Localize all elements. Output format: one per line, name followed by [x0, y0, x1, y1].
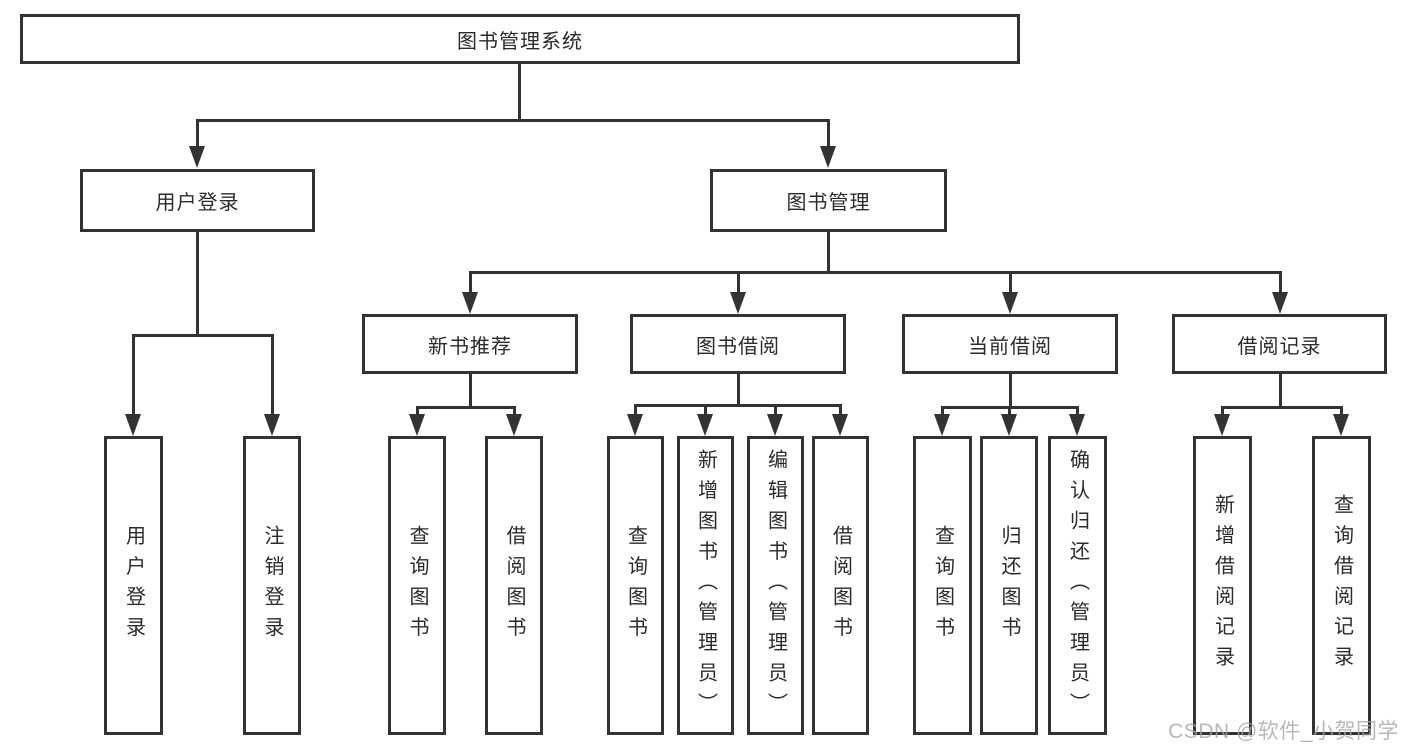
connector-line	[469, 271, 1282, 274]
connector-line	[1009, 271, 1012, 296]
connector-line	[827, 119, 830, 150]
connector-line	[1008, 406, 1011, 418]
leaf-user-login: 用户登录	[104, 436, 163, 735]
connector-line	[196, 232, 199, 336]
leaf-add-books-admin: 新增图书（管理员）	[677, 436, 734, 735]
connector-line	[416, 406, 516, 409]
arrow-down-icon	[832, 414, 848, 436]
connector-line	[774, 404, 777, 418]
node-root: 图书管理系统	[20, 14, 1020, 64]
connector-line	[1279, 271, 1282, 296]
leaf-query-books-1: 查询图书	[388, 436, 446, 735]
connector-line	[469, 271, 472, 296]
arrow-down-icon	[462, 292, 478, 314]
arrow-down-icon	[627, 414, 643, 436]
arrow-down-icon	[1001, 414, 1017, 436]
node-user-login: 用户登录	[80, 169, 315, 232]
connector-line	[1076, 406, 1079, 418]
connector-line	[941, 406, 944, 418]
connector-line	[196, 119, 830, 122]
connector-line	[704, 404, 707, 418]
connector-line	[1221, 406, 1343, 409]
connector-line	[1009, 374, 1012, 408]
arrow-down-icon	[730, 292, 746, 314]
arrow-down-icon	[125, 414, 141, 436]
connector-line	[518, 64, 521, 121]
node-new-book-recommend: 新书推荐	[362, 314, 578, 374]
connector-line	[132, 334, 273, 337]
arrow-down-icon	[1214, 414, 1230, 436]
node-current-borrowing: 当前借阅	[902, 314, 1118, 374]
leaf-return-books: 归还图书	[980, 436, 1038, 735]
connector-line	[634, 404, 637, 418]
connector-line	[737, 374, 740, 406]
arrow-down-icon	[767, 414, 783, 436]
arrow-down-icon	[189, 146, 205, 168]
node-borrow-records: 借阅记录	[1172, 314, 1387, 374]
leaf-query-borrow-record: 查询借阅记录	[1312, 436, 1371, 735]
leaf-logout: 注销登录	[243, 436, 301, 735]
arrow-down-icon	[1069, 414, 1085, 436]
leaf-confirm-return-admin: 确认归还（管理员）	[1048, 436, 1107, 735]
leaf-query-books-2: 查询图书	[607, 436, 664, 735]
connector-line	[132, 334, 135, 418]
node-book-borrowing: 图书借阅	[630, 314, 846, 374]
arrow-down-icon	[409, 414, 425, 436]
connector-line	[416, 406, 419, 418]
arrow-down-icon	[820, 146, 836, 168]
connector-line	[513, 406, 516, 418]
node-book-management: 图书管理	[710, 169, 947, 232]
arrow-down-icon	[1002, 292, 1018, 314]
leaf-borrow-books-1: 借阅图书	[485, 436, 543, 735]
leaf-add-borrow-record: 新增借阅记录	[1193, 436, 1252, 735]
arrow-down-icon	[1272, 292, 1288, 314]
leaf-borrow-books-2: 借阅图书	[812, 436, 869, 735]
connector-line	[1221, 406, 1224, 418]
connector-line	[271, 334, 274, 418]
arrow-down-icon	[1333, 414, 1349, 436]
connector-line	[469, 374, 472, 408]
arrow-down-icon	[264, 414, 280, 436]
connector-line	[1279, 374, 1282, 408]
arrow-down-icon	[697, 414, 713, 436]
connector-line	[196, 119, 199, 150]
leaf-edit-books-admin: 编辑图书（管理员）	[747, 436, 804, 735]
arrow-down-icon	[506, 414, 522, 436]
leaf-query-books-3: 查询图书	[913, 436, 972, 735]
arrow-down-icon	[934, 414, 950, 436]
connector-line	[634, 404, 842, 407]
connector-line	[737, 271, 740, 296]
connector-line	[839, 404, 842, 418]
connector-line	[1340, 406, 1343, 418]
connector-line	[827, 232, 830, 273]
